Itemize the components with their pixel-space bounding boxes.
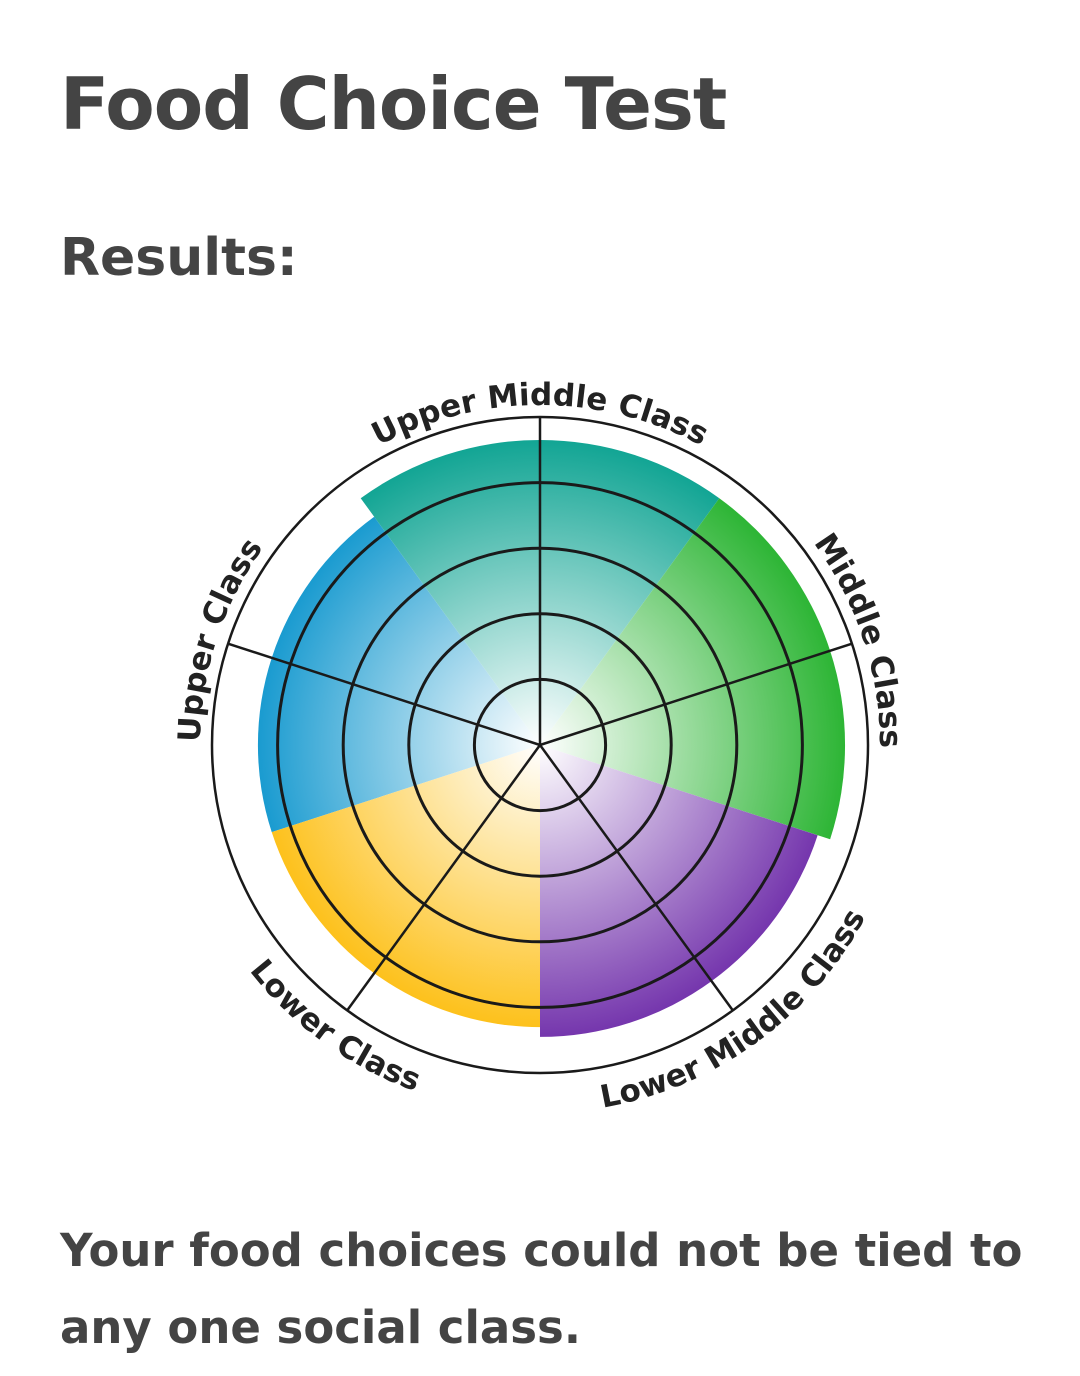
spoke	[227, 642, 541, 747]
spoke	[539, 642, 853, 747]
results-heading: Results:	[60, 228, 298, 288]
wedge-middle-class	[540, 498, 846, 840]
wedges	[257, 439, 846, 1037]
grid	[210, 415, 870, 1075]
result-text: Your food choices could not be tied to a…	[60, 1224, 1023, 1354]
spoke	[346, 744, 542, 1012]
spoke	[538, 744, 734, 1012]
wedge-upper-class	[257, 516, 540, 833]
page-title: Food Choice Test	[60, 62, 727, 146]
wedge-lower-middle-class	[540, 745, 818, 1037]
wedge-lower-class	[271, 745, 540, 1028]
category-label: Upper Class	[172, 532, 270, 743]
